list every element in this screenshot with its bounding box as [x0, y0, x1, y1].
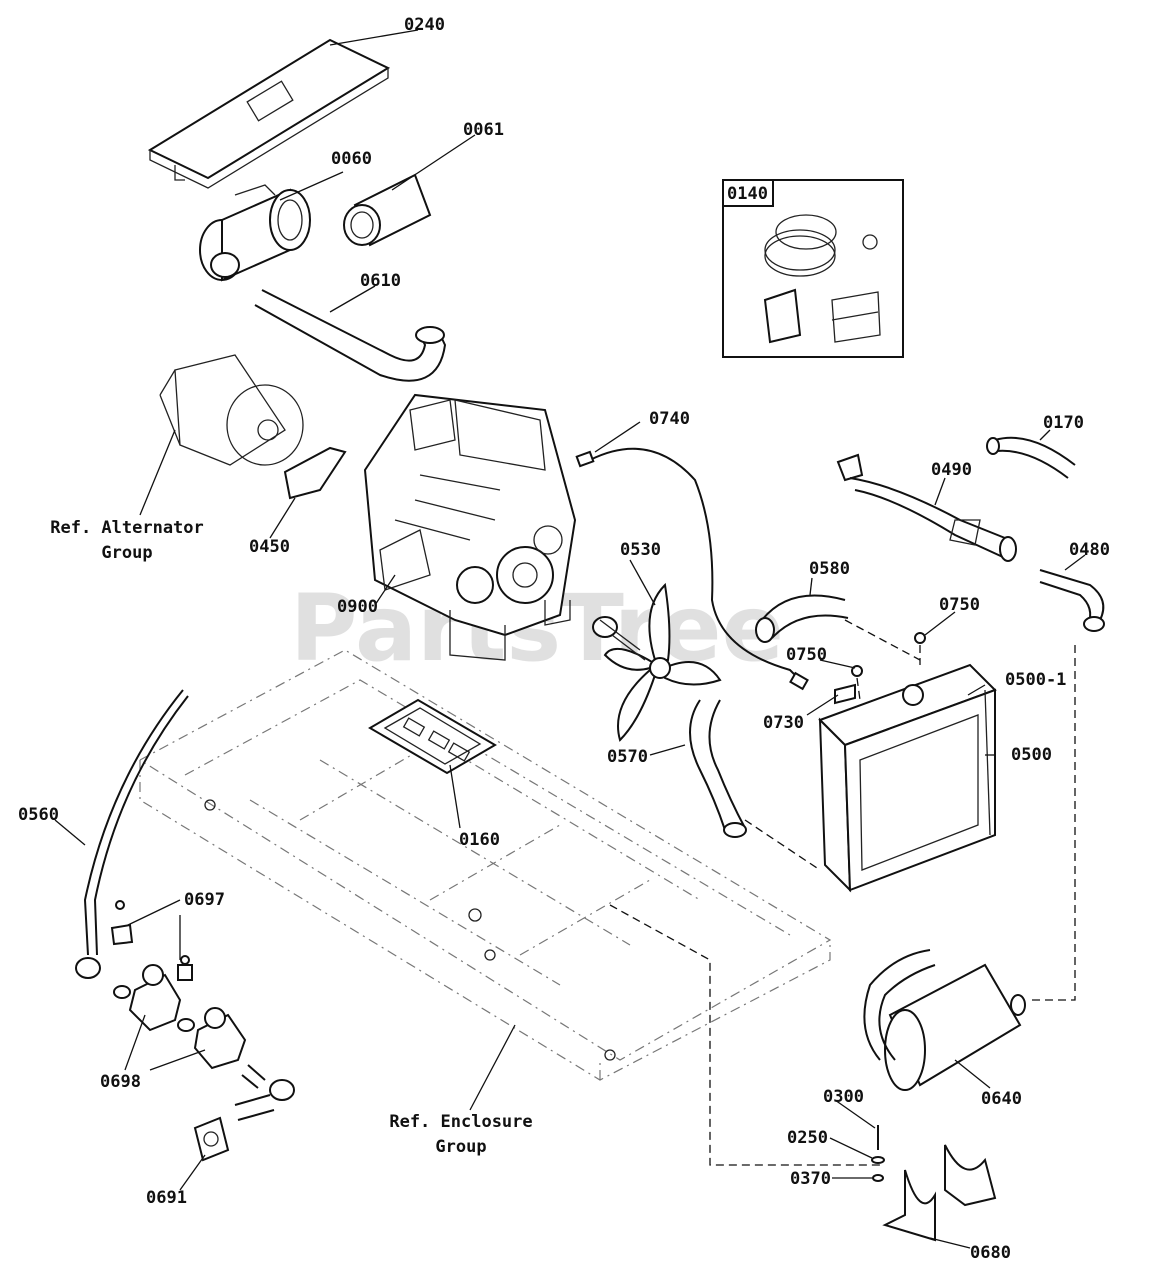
- callout-0450: 0450: [249, 537, 290, 557]
- callout-0580: 0580: [809, 559, 850, 579]
- callout-0740: 0740: [649, 409, 690, 429]
- intake-hose-0610: [254, 289, 447, 382]
- callout-0480: 0480: [1069, 540, 1110, 560]
- radiator-hardware: [834, 632, 926, 705]
- callout-0750-lower: 0750: [786, 645, 827, 665]
- filter-element-0061: [343, 173, 432, 247]
- route-line-right: [1030, 645, 1076, 1001]
- exhaust-pipe-0490: [836, 453, 1017, 562]
- alternator-reference: [159, 354, 304, 466]
- callout-0170: 0170: [1043, 413, 1084, 433]
- callout-0730: 0730: [763, 713, 804, 733]
- ref-alternator-line1: Ref. Alternator: [50, 518, 204, 538]
- callout-0370: 0370: [790, 1169, 831, 1189]
- callout-0530: 0530: [620, 540, 661, 560]
- callout-0300: 0300: [823, 1087, 864, 1107]
- hose-0480: [1039, 569, 1105, 632]
- callout-0680: 0680: [970, 1243, 1011, 1263]
- ref-enclosure-line1: Ref. Enclosure: [389, 1112, 532, 1132]
- sensor-harness-0740: [575, 447, 809, 691]
- lower-hose-0570: [689, 699, 747, 838]
- inset-box-0140: 0140: [722, 179, 904, 358]
- callout-0697: 0697: [184, 890, 225, 910]
- callout-0061: 0061: [463, 120, 504, 140]
- callout-0560: 0560: [18, 805, 59, 825]
- route-line-hose: [844, 619, 921, 661]
- callout-0698: 0698: [100, 1072, 141, 1092]
- ref-alternator-line2: Group: [101, 543, 152, 563]
- callout-0160: 0160: [459, 830, 500, 850]
- callout-0691: 0691: [146, 1188, 187, 1208]
- inset-label: 0140: [727, 184, 768, 204]
- callout-0750-upper: 0750: [939, 595, 980, 615]
- callout-0500-1: 0500-1: [1005, 670, 1066, 690]
- brackets-0680: [882, 1144, 997, 1242]
- callout-0570: 0570: [607, 747, 648, 767]
- muffler-0640: [863, 949, 1026, 1091]
- callout-0610: 0610: [360, 271, 401, 291]
- callout-0900: 0900: [337, 597, 378, 617]
- callout-0640: 0640: [981, 1089, 1022, 1109]
- fuel-valves: [75, 900, 295, 1162]
- control-panel-0160: [368, 698, 497, 775]
- hose-0170: [986, 436, 1076, 479]
- fan-0530: [592, 582, 722, 742]
- engine-0900: [363, 393, 577, 661]
- callout-0240: 0240: [404, 15, 445, 35]
- fuel-hose-0560: [83, 689, 189, 956]
- upper-hose-0580: [755, 594, 849, 643]
- top-cover-0240: [147, 38, 391, 189]
- callout-0060: 0060: [331, 149, 372, 169]
- radiator-0500: [818, 663, 997, 893]
- callout-labels: 0240 0060 0061 0610 0740 0170 0490 0450 …: [18, 15, 1110, 1263]
- route-line-lower: [744, 819, 821, 871]
- callout-0490: 0490: [931, 460, 972, 480]
- route-line-exhaust: [609, 904, 880, 1166]
- callout-0500: 0500: [1011, 745, 1052, 765]
- enclosure-frame: [138, 649, 832, 1081]
- adapter-plate-0450: [283, 446, 347, 500]
- ref-enclosure-line2: Group: [435, 1137, 486, 1157]
- callout-0250: 0250: [787, 1128, 828, 1148]
- air-cleaner-0060: [199, 184, 311, 282]
- fasteners: [871, 1125, 885, 1182]
- reference-labels: Ref. Alternator Group Ref. Enclosure Gro…: [50, 518, 532, 1157]
- leader-lines: [54, 29, 1086, 1249]
